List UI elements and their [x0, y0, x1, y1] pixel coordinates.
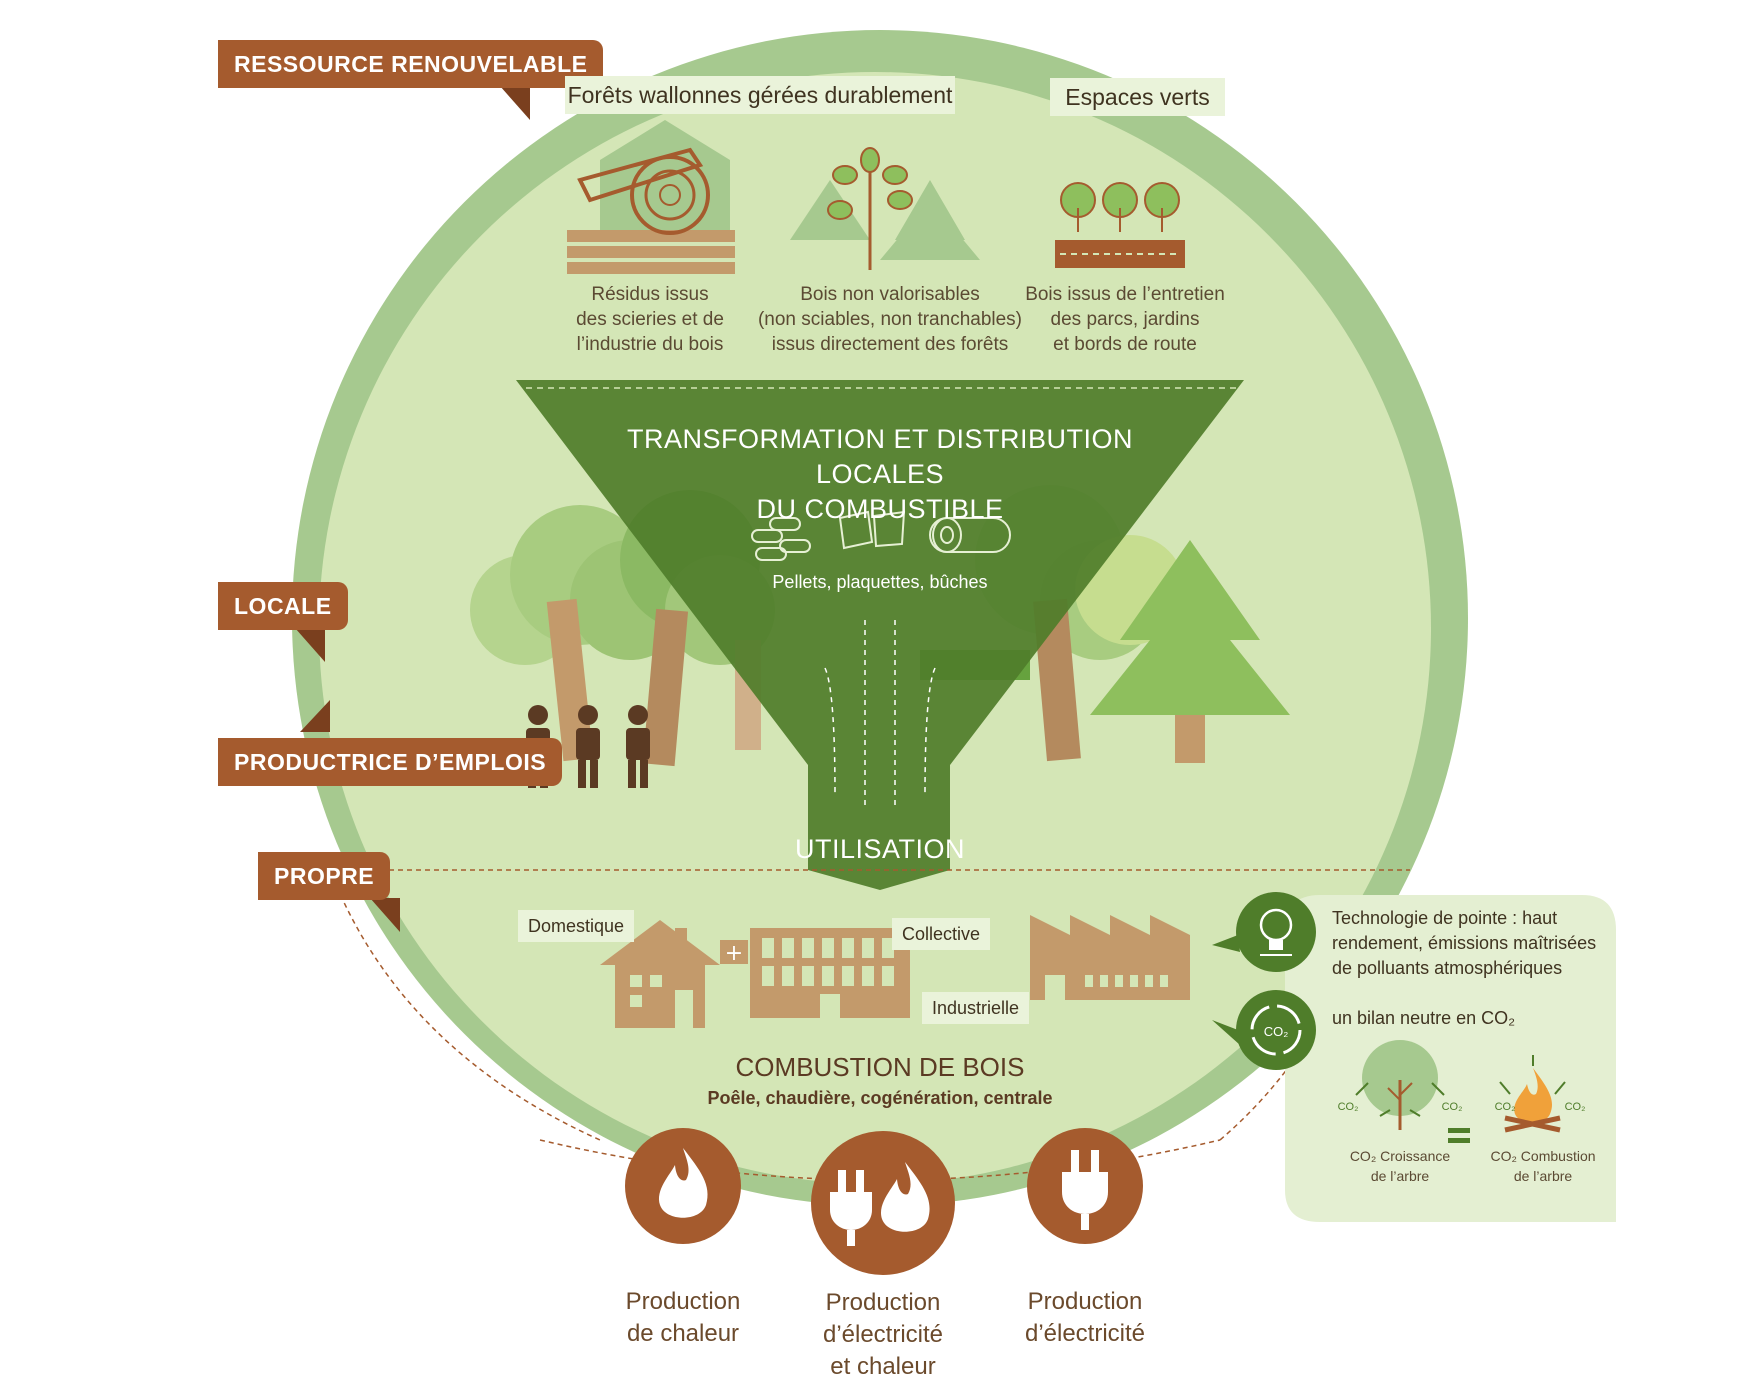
svg-text:+: +	[725, 941, 743, 966]
co2-label: CO₂	[1264, 1024, 1289, 1039]
flame-icon	[658, 1148, 708, 1218]
fire-co2-icon	[1499, 1055, 1566, 1133]
utilisation-label: UTILISATION	[794, 834, 966, 864]
wood-chips-icon	[838, 510, 906, 550]
heat-production-icon	[625, 1128, 741, 1244]
log-icon	[929, 517, 1011, 553]
side-panel-bg	[1285, 895, 1616, 1222]
funnel	[516, 380, 1244, 890]
co2-tag-3: CO₂	[1495, 1101, 1516, 1113]
co2-tag-1: CO₂	[1338, 1101, 1359, 1113]
tree-co2-icon	[1355, 1040, 1445, 1130]
combustion-subtitle: Poêle, chaudière, cogénération, centrale	[707, 1088, 1053, 1108]
plug-icon	[830, 1170, 872, 1246]
pellets-icon	[751, 517, 811, 561]
sapling-icon	[790, 147, 980, 270]
industrielle-label: Industrielle	[922, 992, 1030, 1024]
ribbon-ressource: RESSOURCE RENOUVELABLE	[218, 40, 604, 88]
co2-cycle-icon: CO₂	[1212, 990, 1316, 1070]
bilan-text: un bilan neutre en CO₂	[1332, 1008, 1516, 1028]
ribbon-propre: PROPRE	[258, 852, 391, 900]
elec-production-icon	[1027, 1128, 1143, 1244]
building-windows	[762, 938, 894, 1018]
flame-icon	[880, 1162, 930, 1232]
ribbon-locale: LOCALE	[218, 582, 348, 630]
forets-tag: Forêts wallonnes gérées durablement	[565, 76, 955, 114]
espaces-tag: Espaces verts	[1050, 78, 1225, 116]
co2-tag-2: CO₂	[1442, 1101, 1463, 1113]
lightbulb-icon	[1212, 892, 1316, 972]
domestique-label: Domestique	[518, 910, 635, 942]
co2-tag-4: CO₂	[1565, 1101, 1586, 1113]
saw-log-icon	[567, 120, 735, 274]
funnel-products: Pellets, plaquettes, bûches	[772, 572, 988, 592]
collective-label: Collective	[892, 918, 991, 950]
elec-heat-production-icon	[811, 1131, 955, 1275]
plug-icon	[1062, 1150, 1108, 1230]
trees-icon	[1055, 182, 1185, 268]
house-icon	[600, 920, 720, 1028]
ribbon-productrice: PRODUCTRICE D’EMPLOIS	[218, 738, 563, 786]
bois-non-caption: Bois non valorisables(non sciables, non …	[757, 284, 1023, 355]
factory-icon	[1030, 915, 1190, 1000]
equals-icon	[1448, 1128, 1470, 1143]
combustion-title: COMBUSTION DE BOIS	[735, 1052, 1025, 1082]
